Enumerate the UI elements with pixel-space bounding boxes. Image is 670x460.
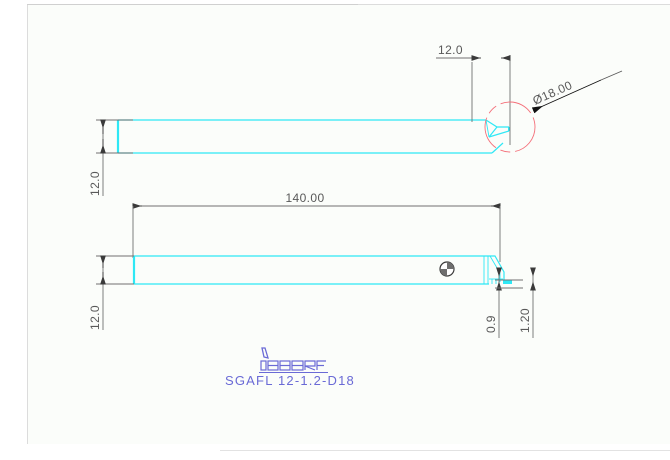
dimension-insert-width: 0.9 (484, 267, 523, 338)
insert-tip (503, 280, 512, 284)
part-number-label: SGAFL 12-1.2-D18 (225, 373, 355, 388)
side-view-geometry (132, 255, 512, 285)
top-view-geometry (116, 119, 510, 154)
dimension-top-shank-height: 12.0 (88, 119, 133, 196)
screw-head-symbol (439, 261, 455, 277)
top-view-lower-taper (491, 142, 504, 154)
dimension-label-detail-diameter: Ø18.00 (531, 78, 575, 108)
top-view-insert-left (488, 126, 498, 138)
detail-circle (484, 101, 536, 153)
sheet-bottom-border (220, 450, 670, 451)
side-view-head-taper (484, 255, 505, 284)
iscar-logo (259, 347, 328, 373)
dimension-overall-length: 140.00 (132, 191, 501, 262)
side-view-clamp-inner (489, 255, 501, 282)
logo-letterforms (260, 360, 326, 371)
top-view-insert-lower (488, 130, 510, 138)
sheet-top-border (27, 4, 358, 5)
dimension-label-top-shank-height: 12.0 (88, 171, 102, 196)
dimension-label-side-shank-height: 12.0 (88, 305, 102, 330)
detail-circle-callout: Ø18.00 (484, 70, 623, 153)
dimension-label-insert-width: 0.9 (484, 315, 498, 333)
dimension-insert-offset: 1.20 (518, 267, 536, 338)
logo-leaf-icon (261, 347, 269, 359)
dimension-label-overall-length: 140.00 (285, 191, 324, 205)
top-view-head-upper (485, 119, 509, 128)
dimension-side-shank-height: 12.0 (88, 255, 134, 330)
top-view-head-face (485, 119, 490, 138)
drawing-sheet (27, 4, 670, 444)
diameter-leader-line (531, 79, 602, 114)
diameter-leader-shelf (600, 70, 623, 81)
dimension-top-head-length: 12.0 (436, 43, 511, 145)
dimension-label-top-head-length: 12.0 (438, 43, 463, 57)
dimension-label-insert-offset: 1.20 (518, 308, 532, 333)
